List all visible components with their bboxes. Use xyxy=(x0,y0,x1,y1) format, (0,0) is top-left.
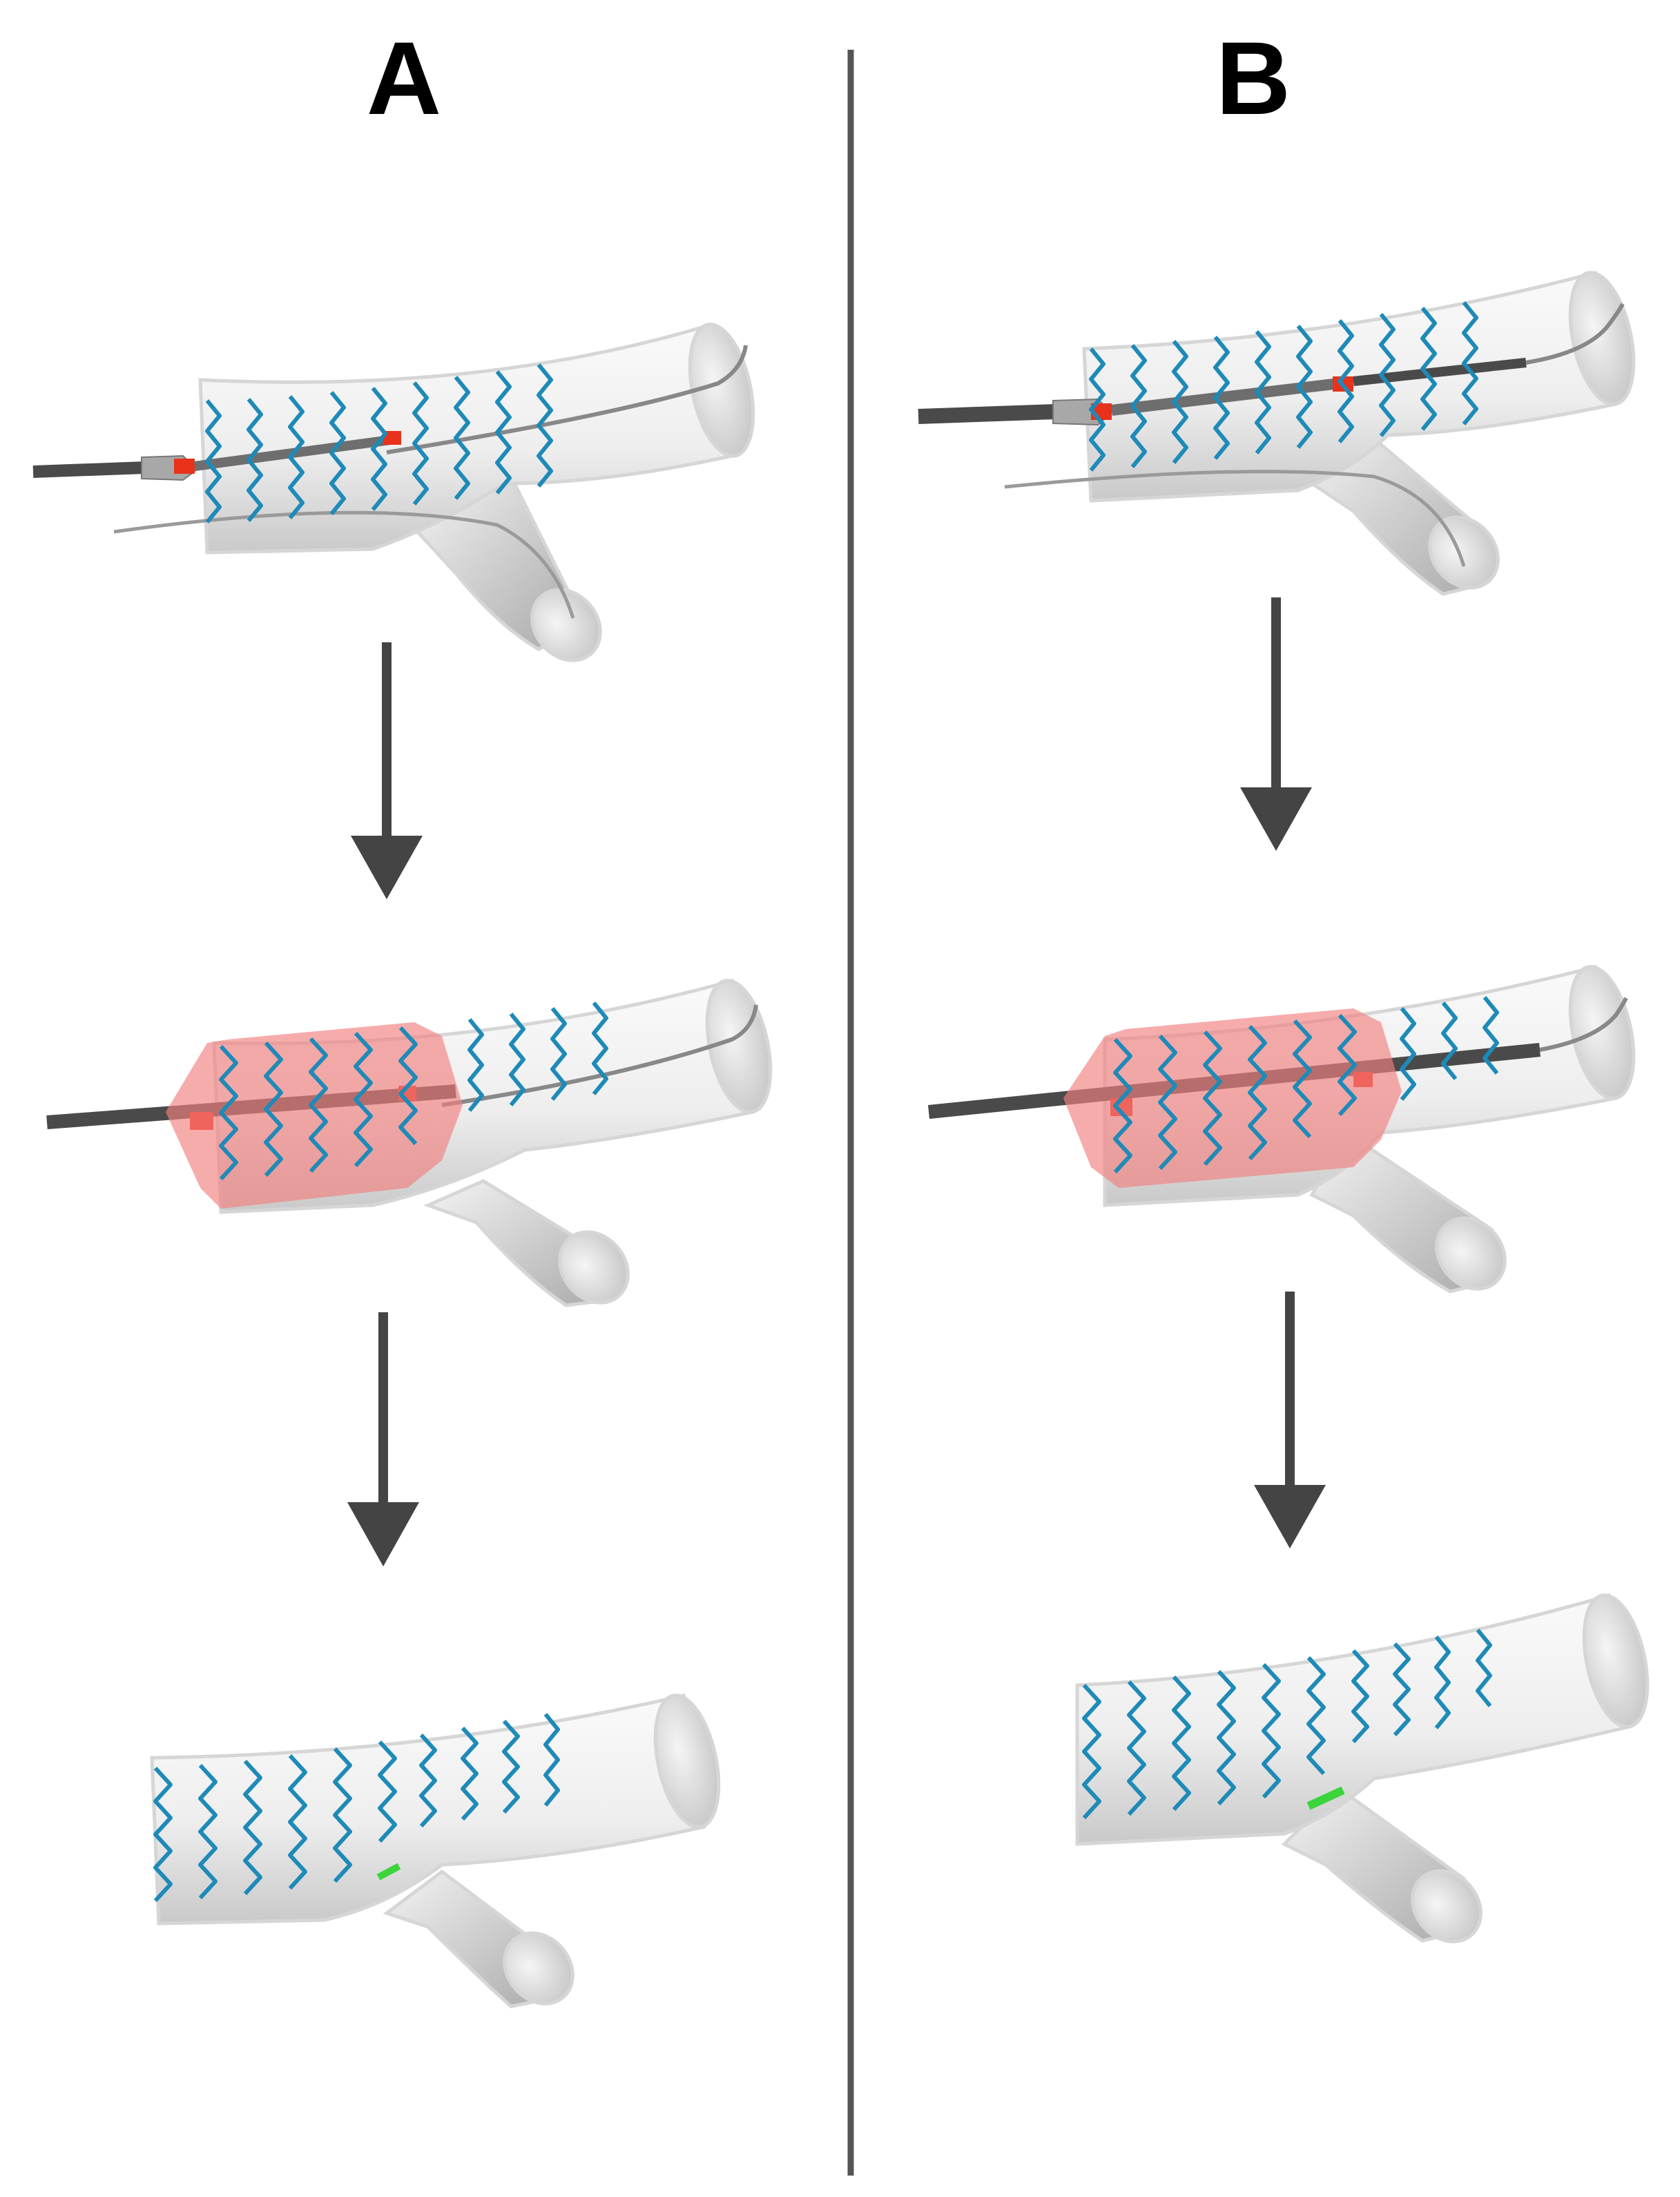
guidewire-icon xyxy=(1539,997,1628,1052)
stent-struts-b1 xyxy=(1089,301,1478,472)
vessel-bifurcation-a3 xyxy=(150,1693,721,2008)
down-arrow-icon xyxy=(347,1312,419,1566)
stent-struts-a1 xyxy=(205,363,553,524)
down-arrow-icon xyxy=(351,642,423,899)
stent-struts-b3 xyxy=(1082,1629,1492,1820)
balloon-icon xyxy=(1063,1008,1402,1188)
guidewire-icon xyxy=(113,510,575,619)
guidewire-icon xyxy=(1525,303,1625,365)
stent-struts-a3 xyxy=(153,1713,560,1903)
vessel-bifurcation-a1 xyxy=(198,322,755,662)
strut-link xyxy=(376,1863,401,1881)
down-arrow-icon xyxy=(1254,1292,1326,1548)
vessel-bifurcation-b1 xyxy=(1082,270,1636,596)
strut-link xyxy=(1306,1786,1345,1810)
guidewire-icon xyxy=(441,1004,758,1107)
down-arrow-icon xyxy=(1240,597,1312,851)
guidewire-icon xyxy=(386,345,748,454)
vessel-bifurcation-b3 xyxy=(1075,1593,1650,1944)
stent-struts-b2 xyxy=(1113,996,1499,1174)
balloon-icon xyxy=(166,1022,463,1209)
balloon-catheter-icon xyxy=(32,431,401,481)
panel-label-b: B xyxy=(1216,20,1291,136)
panel-label-a: A xyxy=(367,20,441,136)
guidewire-icon xyxy=(1004,470,1466,567)
stent-struts-a2 xyxy=(219,1001,608,1181)
